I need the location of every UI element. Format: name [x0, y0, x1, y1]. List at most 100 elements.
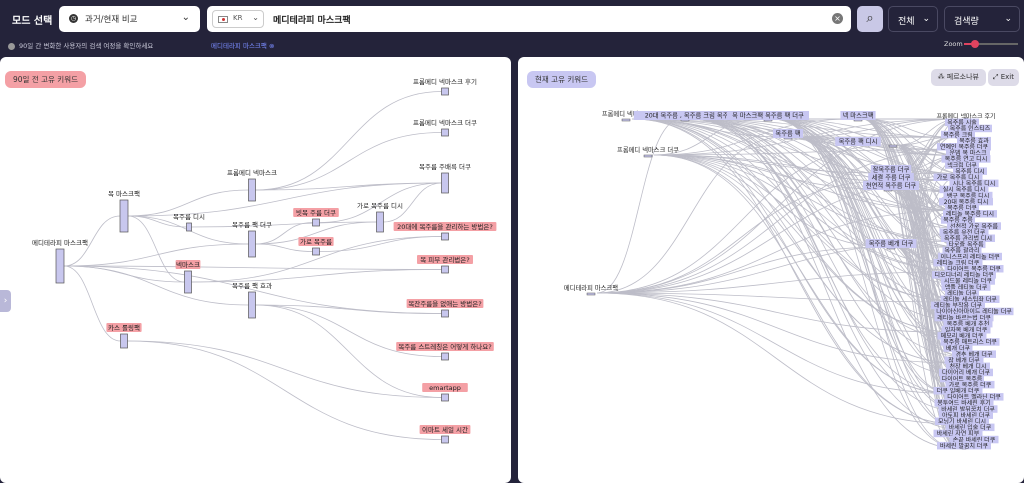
right-node-label[interactable]: 바세린 입술 더쿠	[949, 424, 992, 432]
right-node-label[interactable]: 바세린 발꿈치 더쿠	[940, 442, 988, 450]
left-node-bar[interactable]	[119, 199, 129, 233]
right-node-label[interactable]: 더쿠 일베개 더쿠	[937, 387, 980, 395]
right-node-label[interactable]: 목주름 더쿠	[947, 204, 977, 212]
left-node-label[interactable]: 프롬메디 넥마스크 더쿠	[413, 118, 477, 127]
right-node-label[interactable]: 목주름 시술	[947, 119, 977, 127]
right-node-label[interactable]: 레티놀 목주름 디시	[946, 210, 994, 218]
left-node-label[interactable]: emartapp	[429, 384, 461, 392]
right-node-label[interactable]: 20대 목주름 , 목주름 크림 목주름 없애기 더쿠	[645, 111, 768, 120]
right-node-label[interactable]: 타로즐 목주름	[948, 241, 984, 249]
left-node-bar[interactable]	[441, 172, 449, 194]
right-node-label[interactable]: 목주름 인스티즈	[950, 125, 991, 133]
left-node-bar[interactable]	[441, 87, 449, 96]
right-node-label[interactable]: 다이어트 목주름 더쿠	[947, 265, 1001, 273]
left-node-label[interactable]: 프롬메디 넥마스크	[227, 168, 277, 177]
right-node-label[interactable]: 목 마스크팩 목주름 팩 더쿠	[732, 111, 804, 120]
right-node-label[interactable]: 앰플 레티놀 더쿠	[945, 283, 988, 291]
left-node-label[interactable]: 목주름 주배륵 더쿠	[419, 162, 471, 171]
right-node-label[interactable]: 목주름 베개 더쿠	[869, 239, 914, 248]
right-node-label[interactable]: 천장 베개 디시	[950, 363, 987, 371]
right-node-label[interactable]: 프롬메디 넥마스크	[602, 109, 651, 118]
right-node-label[interactable]: 목주름 연고 디시	[945, 155, 987, 163]
right-node-label[interactable]: 운뎀 목 마스크	[950, 149, 987, 157]
right-node-bar[interactable]	[621, 118, 631, 122]
left-node-bar[interactable]	[441, 309, 449, 318]
left-node-label[interactable]: 넥마스크	[176, 260, 200, 269]
left-node-bar[interactable]	[248, 230, 256, 258]
right-node-label[interactable]: 목주름 팩	[775, 129, 800, 138]
right-node-label[interactable]: 모닝기 바세린 디시	[938, 418, 986, 426]
right-node-label[interactable]: 다이어트 목주름	[942, 375, 983, 383]
scope-select[interactable]: 전체 ⌄	[888, 6, 938, 32]
exit-button[interactable]: ⤢ Exit	[987, 69, 1019, 86]
right-node-label[interactable]: 메모리 베개 더쿠	[941, 332, 984, 340]
left-node-bar[interactable]	[441, 352, 449, 361]
right-node-label[interactable]: 넥크림 더쿠	[947, 161, 977, 169]
left-node-label[interactable]: 카스 롤링팩	[108, 323, 140, 332]
left-node-label[interactable]: 이마트 세일 시간	[422, 425, 468, 434]
left-node-bar[interactable]	[120, 333, 128, 349]
right-node-label[interactable]: 손끝 바세린 더쿠	[953, 436, 996, 444]
left-node-label[interactable]: 목 마스크팩	[108, 189, 140, 198]
right-node-label[interactable]: 잠 베개 더쿠	[948, 357, 980, 365]
right-node-label[interactable]: 뱅구 목주름 디시	[947, 192, 989, 200]
right-node-label[interactable]: 목주름 디시	[955, 167, 985, 175]
right-node-label[interactable]: 다이어리 베개 더쿠	[942, 369, 990, 377]
right-node-label[interactable]: 목주름 괄라리	[944, 247, 979, 255]
left-node-label[interactable]: 프롬메디 넥마스크 후기	[413, 77, 477, 86]
right-node-label[interactable]: 베개 더쿠	[946, 344, 970, 352]
left-node-label[interactable]: 목주름 디시	[173, 212, 205, 221]
right-node-label[interactable]: 다이어트 멜라닌 더쿠	[947, 393, 1001, 401]
metric-select[interactable]: 검색량 ⌄	[944, 6, 1020, 32]
right-node-label[interactable]: 아토피 바세린 더쿠	[942, 411, 990, 419]
right-node-label[interactable]: 일자목 베개 더쿠	[945, 326, 988, 334]
right-node-label[interactable]: 목주름 주름	[943, 217, 973, 224]
left-node-bar[interactable]	[376, 211, 384, 233]
right-node-label[interactable]: 목주름 유전 더쿠	[943, 228, 986, 236]
right-node-label[interactable]: 목주름 매트리스 더쿠	[943, 338, 997, 346]
zoom-slider[interactable]	[964, 40, 1018, 48]
right-node-bar[interactable]	[888, 144, 898, 148]
right-node-label[interactable]: 연예인 목주름 더쿠	[940, 143, 988, 151]
clear-icon[interactable]: ×	[832, 13, 843, 24]
left-node-bar[interactable]	[186, 222, 192, 232]
mode-select[interactable]: ◷ 과거/현재 비교 ⌄	[59, 6, 200, 32]
left-node-bar[interactable]	[441, 265, 449, 274]
right-node-label[interactable]: 목주름 효과	[959, 137, 989, 145]
left-node-bar[interactable]	[312, 247, 320, 256]
expand-panel-button[interactable]: ›	[0, 290, 11, 312]
left-node-bar[interactable]	[312, 218, 320, 227]
right-node-label[interactable]: 나이아신아마이드 레티놀 더쿠	[936, 308, 1012, 316]
left-node-bar[interactable]	[184, 270, 192, 294]
right-node-label[interactable]: 바세린 자연 피부	[937, 430, 980, 438]
search-bar[interactable]: KR ⌄ 메디테라피 마스크팩 ×	[207, 6, 851, 32]
right-node-label[interactable]: 선천적 가로 목주름	[950, 222, 998, 230]
right-node-label[interactable]: 레티놀 바르는법 더쿠	[937, 314, 991, 322]
right-node-label[interactable]: 바세린 발뒤꿈치 더쿠	[941, 405, 995, 413]
left-node-bar[interactable]	[248, 291, 256, 319]
left-node-bar[interactable]	[55, 248, 65, 284]
zoom-handle[interactable]	[970, 40, 979, 48]
left-node-label[interactable]: 가로 목주름	[300, 237, 332, 246]
left-node-bar[interactable]	[441, 128, 449, 137]
right-node-label[interactable]: 목주름 크림	[943, 131, 973, 139]
search-input[interactable]: 메디테라피 마스크팩	[273, 16, 351, 26]
right-node-label[interactable]: 레티놀 부작용 더쿠	[934, 302, 982, 310]
left-node-label[interactable]: 빗목 주름 더쿠	[296, 208, 336, 217]
right-node-label[interactable]: 메디테라피 마스크팩	[564, 283, 618, 292]
right-node-label[interactable]: 디오디너리 레티놀 더쿠	[934, 271, 993, 279]
right-node-label[interactable]: 봉투여드 바세린 후기	[937, 399, 991, 407]
right-node-label[interactable]: 레티놀 세스팁좌 더쿠	[943, 296, 997, 304]
right-node-label[interactable]: 경추 베개 더쿠	[956, 350, 993, 358]
left-node-label[interactable]: 가로 목주름 디시	[357, 201, 403, 210]
left-node-label[interactable]: 목 피부 관리법은?	[420, 255, 469, 264]
right-node-label[interactable]: 넥 마스크팩	[843, 111, 874, 120]
country-select[interactable]: KR ⌄	[212, 10, 264, 28]
left-node-bar[interactable]	[248, 178, 256, 202]
right-node-label[interactable]: 실시 목주름 디시	[943, 186, 985, 194]
right-node-label[interactable]: 레티놀 크림 더쿠	[937, 259, 980, 267]
left-node-label[interactable]: 목주름 스트레칭은 어떻게 하나요?	[398, 342, 491, 351]
search-button[interactable]: ⌕	[857, 6, 883, 32]
right-node-bar[interactable]	[586, 292, 596, 296]
